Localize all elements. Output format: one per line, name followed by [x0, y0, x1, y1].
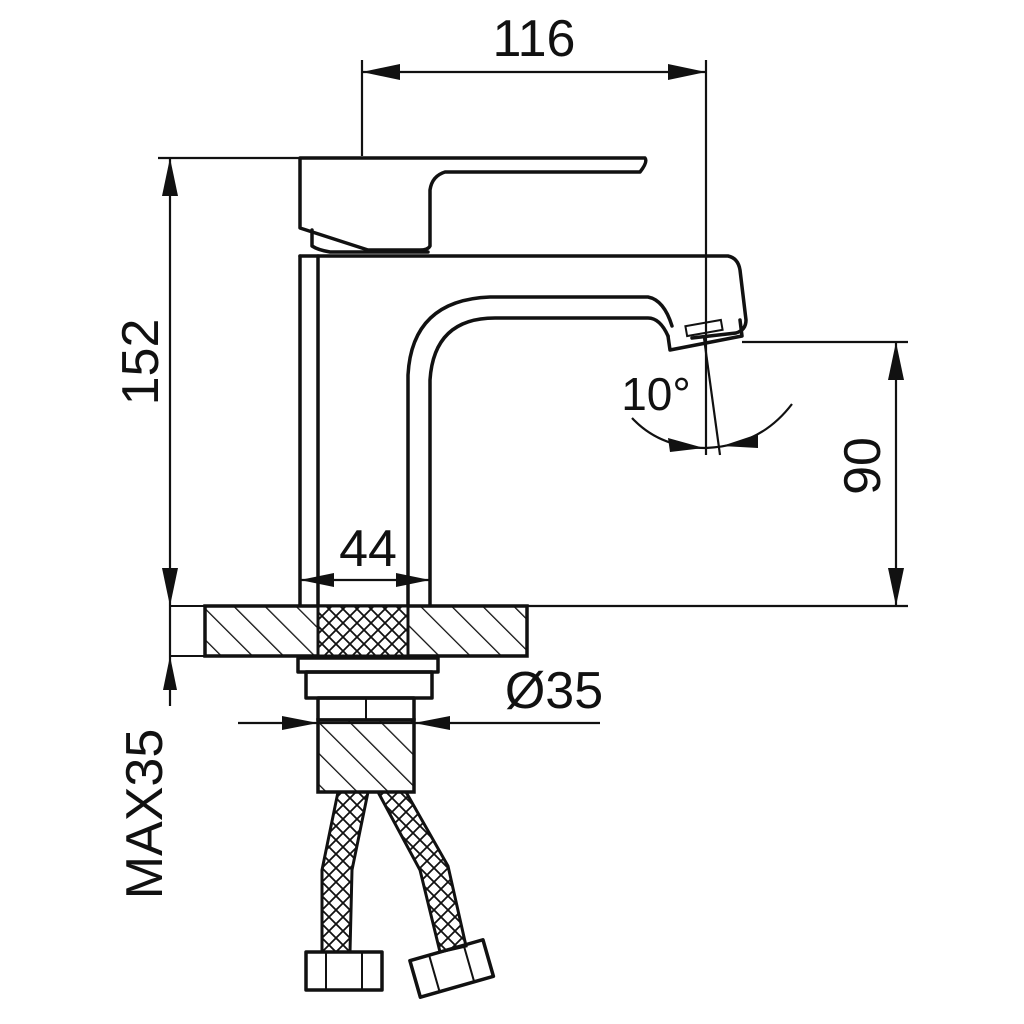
handle-cap	[310, 228, 430, 254]
lever-handle	[298, 156, 648, 252]
dim-label-116: 116	[493, 10, 576, 68]
dimension-height-total: 152	[112, 156, 300, 606]
dim-label-44: 44	[339, 520, 397, 578]
dim-label-152: 152	[112, 319, 170, 406]
dimension-width-top: 116	[360, 10, 708, 455]
countertop-section	[170, 604, 529, 658]
dim-label-d35: Ø35	[505, 662, 603, 720]
dimension-max-thickness: MAX35	[116, 606, 177, 899]
mounting-shank	[296, 656, 440, 794]
dim-label-10deg: 10°	[621, 368, 691, 420]
dim-label-90: 90	[834, 437, 892, 495]
swivel-angle: 10°	[621, 337, 793, 456]
faucet-body	[298, 156, 748, 607]
spout-curve	[406, 295, 674, 607]
flexible-hoses	[304, 790, 496, 999]
dim-label-max35: MAX35	[116, 729, 174, 900]
dimension-thread-diameter: Ø35	[238, 662, 603, 730]
hose-nut-right	[408, 937, 496, 999]
dimension-base-width: 44	[300, 520, 430, 587]
dimension-spout-height: 90	[527, 340, 908, 608]
hose-nut-left	[304, 950, 384, 992]
